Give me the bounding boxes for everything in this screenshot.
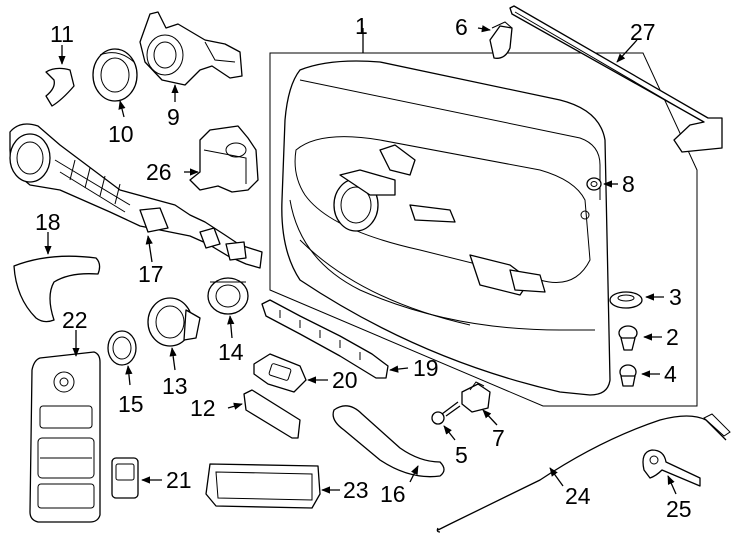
trim-piece-11: 11 bbox=[45, 21, 75, 107]
trim-cap-18: 18 bbox=[13, 209, 101, 323]
callout-9: 9 bbox=[167, 104, 180, 130]
storage-tray-23-body bbox=[205, 463, 321, 509]
storage-tray-23: 23 bbox=[205, 463, 369, 509]
weatherstrip: 27 bbox=[509, 5, 723, 153]
callout-10: 10 bbox=[108, 121, 134, 147]
leader-27 bbox=[616, 39, 638, 63]
cover-plate-12: 12 bbox=[190, 389, 301, 439]
weatherstrip-body bbox=[509, 5, 723, 153]
screw-5: 5 bbox=[431, 401, 468, 468]
handle-housing-9: 9 bbox=[139, 11, 243, 130]
callout-13: 13 bbox=[162, 373, 188, 399]
bracket-26-body bbox=[189, 125, 259, 193]
lens-ring-14: 14 bbox=[207, 277, 249, 365]
bezel-ring-10: 10 bbox=[92, 48, 138, 147]
cable-24: 24 bbox=[436, 413, 731, 533]
plug-3: 3 bbox=[609, 284, 682, 310]
leader-24 bbox=[549, 467, 564, 487]
callout-16: 16 bbox=[380, 481, 406, 507]
callout-22: 22 bbox=[62, 307, 88, 333]
bracket-26: 26 bbox=[146, 125, 259, 193]
clip-4: 4 bbox=[619, 361, 677, 387]
speaker-bezel-13: 13 bbox=[147, 297, 201, 399]
leader-17 bbox=[145, 235, 153, 263]
leader-7 bbox=[482, 409, 498, 426]
grommet-8: 8 bbox=[586, 171, 635, 197]
leader-13 bbox=[169, 347, 177, 371]
trim-strip-19: 19 bbox=[261, 299, 439, 381]
leader-25 bbox=[667, 475, 677, 495]
switch-panel-22-body bbox=[29, 351, 101, 523]
callout-15: 15 bbox=[118, 391, 144, 417]
panel-outer bbox=[281, 60, 611, 396]
callout-26: 26 bbox=[146, 159, 172, 185]
switch-panel-22: 22 bbox=[29, 307, 101, 523]
trim-cap-18-body bbox=[13, 255, 101, 323]
callout-4: 4 bbox=[664, 361, 677, 387]
callout-11: 11 bbox=[50, 21, 74, 47]
leader-14 bbox=[227, 315, 235, 339]
callout-2: 2 bbox=[666, 324, 679, 350]
leader-5 bbox=[443, 425, 456, 441]
callout-8: 8 bbox=[622, 171, 635, 197]
leader-12 bbox=[227, 402, 243, 410]
callout-1: 1 bbox=[355, 13, 368, 39]
callout-7: 7 bbox=[492, 425, 505, 451]
pull-handle-16: 16 bbox=[332, 405, 445, 507]
clip-6: 6 bbox=[455, 14, 513, 59]
switch-bezel-20: 20 bbox=[253, 353, 358, 393]
callout-24: 24 bbox=[565, 483, 591, 509]
callout-25: 25 bbox=[666, 496, 692, 522]
clip-6-body bbox=[489, 25, 513, 59]
callout-23: 23 bbox=[343, 477, 369, 503]
callout-19: 19 bbox=[413, 355, 439, 381]
hook-25: 25 bbox=[642, 449, 701, 522]
callout-21: 21 bbox=[166, 467, 192, 493]
leader-10 bbox=[118, 100, 126, 118]
callout-12: 12 bbox=[190, 395, 216, 421]
ring-15: 15 bbox=[107, 330, 144, 417]
leader-19 bbox=[389, 365, 409, 373]
callout-6: 6 bbox=[455, 14, 468, 40]
callout-5: 5 bbox=[455, 442, 468, 468]
leader-15 bbox=[125, 365, 133, 386]
callout-20: 20 bbox=[332, 367, 358, 393]
trim-strip-19-body bbox=[261, 299, 389, 379]
panel-armrest-area bbox=[294, 136, 591, 283]
leader-6 bbox=[477, 25, 491, 33]
callout-27: 27 bbox=[630, 19, 656, 45]
callout-14: 14 bbox=[218, 339, 244, 365]
leader-16 bbox=[409, 465, 419, 483]
retainer-7: 7 bbox=[461, 381, 505, 451]
switch-21: 21 bbox=[111, 457, 192, 499]
callout-17: 17 bbox=[138, 261, 164, 287]
push-clip-2: 2 bbox=[618, 324, 679, 351]
armrest-carrier-17: 17 bbox=[9, 123, 263, 287]
callout-18: 18 bbox=[35, 209, 61, 235]
pull-handle-16-body bbox=[332, 405, 445, 478]
panel-frame bbox=[269, 52, 698, 407]
callout-3: 3 bbox=[669, 284, 682, 310]
hook-25-body bbox=[642, 449, 701, 487]
door-trim-panel: 1 bbox=[269, 13, 698, 407]
